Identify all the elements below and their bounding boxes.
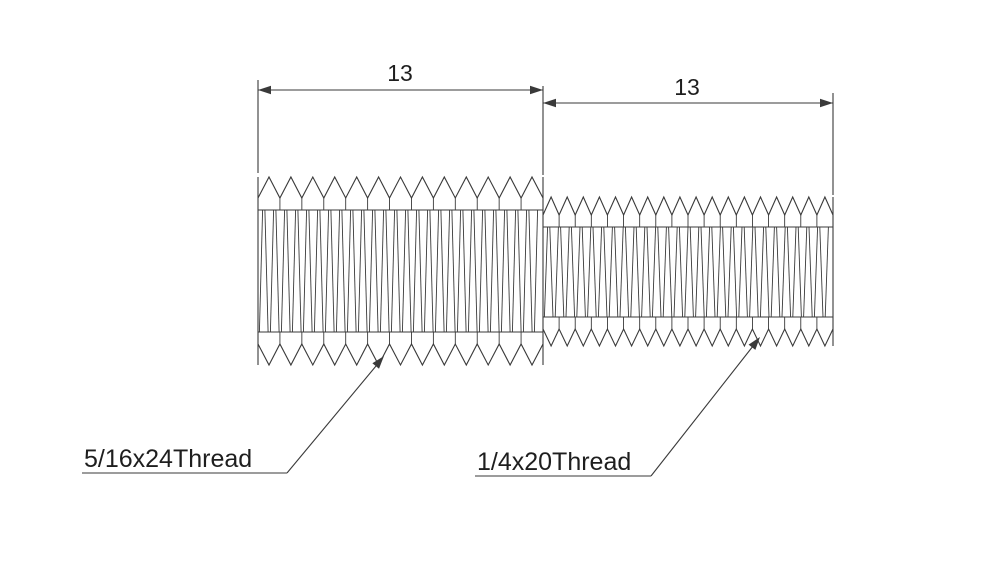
dimension-right-value: 13: [674, 74, 700, 100]
drawing-geometry: [82, 80, 834, 477]
label-left-thread: 5/16x24Thread: [84, 445, 252, 473]
label-right-thread: 1/4x20Thread: [477, 448, 631, 476]
dimension-left-value: 13: [387, 60, 413, 86]
